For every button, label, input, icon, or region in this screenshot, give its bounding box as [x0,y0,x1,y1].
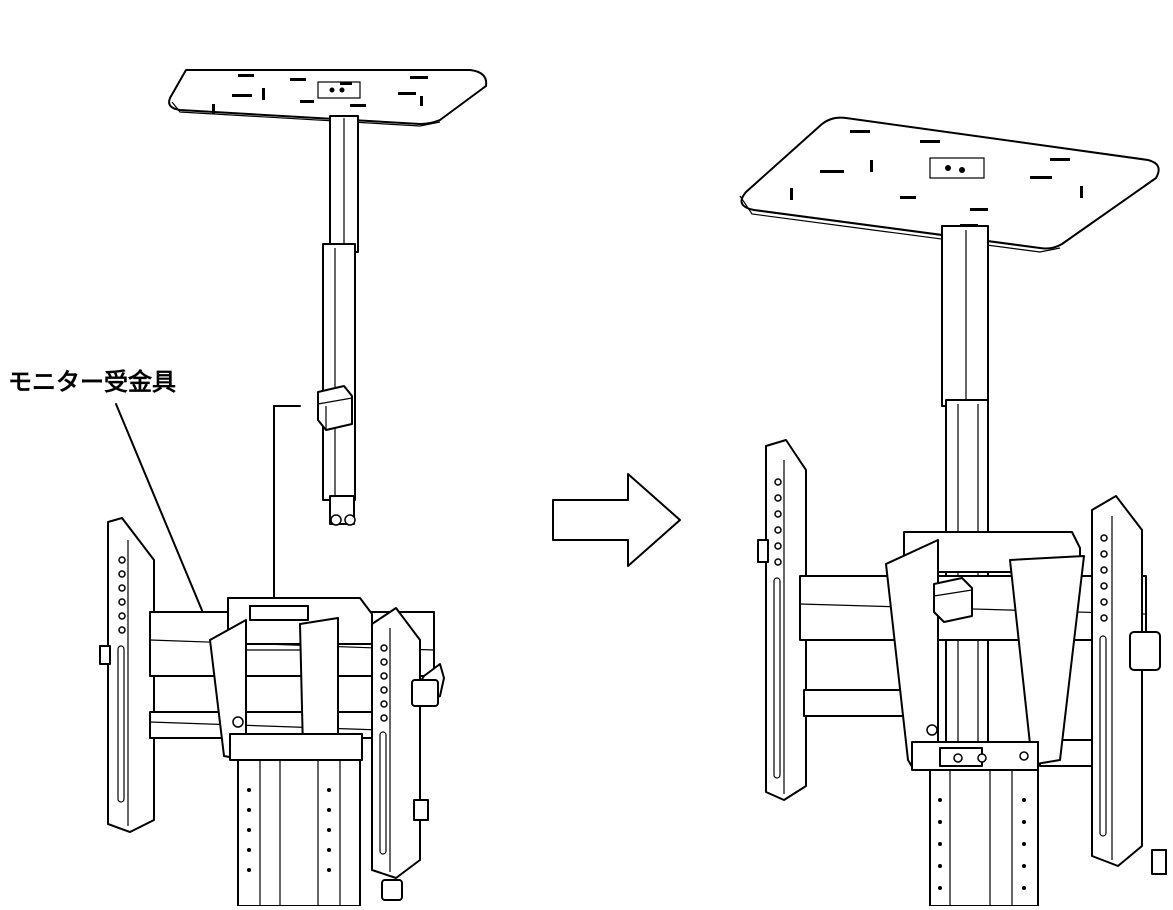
left-receiver-bracket [317,385,353,431]
left-side-rail [99,517,155,833]
monitor-bracket-callout-label: モニター受金具 [8,368,176,396]
left-yoke [209,597,373,801]
left-assembly [99,69,488,907]
left-right-rail [371,607,439,879]
right-stand-column [929,769,1039,907]
right-receiver-bracket [933,577,973,623]
right-pole [941,225,989,771]
right-assembly [739,116,1167,907]
left-stand-column [237,759,403,907]
right-yoke [885,539,1085,771]
right-ceiling-plate [739,116,1160,253]
right-right-rail [1091,495,1167,875]
left-ceiling-plate [168,69,488,127]
right-left-rail [757,439,807,801]
transition-arrow [552,473,681,567]
left-hanging-pole [322,115,359,526]
